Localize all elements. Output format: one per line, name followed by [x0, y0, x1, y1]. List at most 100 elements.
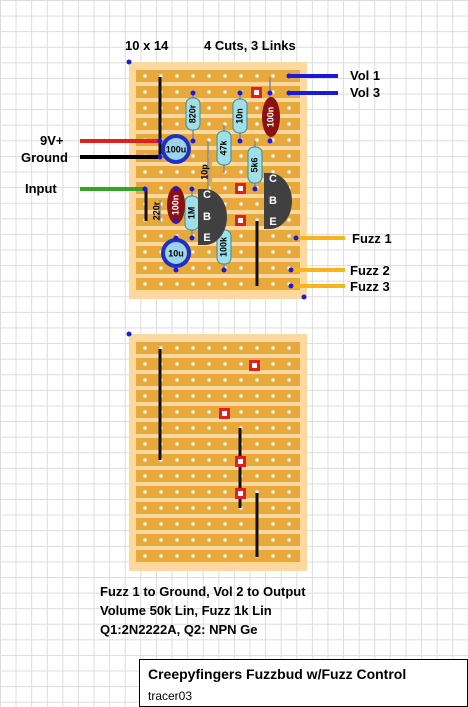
board-hole	[207, 346, 211, 350]
board-hole	[159, 218, 163, 222]
board-hole	[207, 106, 211, 110]
board-hole	[143, 282, 147, 286]
board-hole	[143, 74, 147, 78]
board-hole	[271, 490, 275, 494]
board-hole	[207, 250, 211, 254]
board-hole	[271, 346, 275, 350]
board-size-label: 10 x 14	[125, 38, 169, 53]
board-hole	[287, 442, 291, 446]
board-hole	[191, 346, 195, 350]
board-hole	[239, 538, 243, 542]
board-hole	[191, 538, 195, 542]
board-hole	[143, 234, 147, 238]
board-hole	[287, 138, 291, 142]
board-hole	[223, 90, 227, 94]
board-hole	[159, 346, 163, 350]
board-hole	[175, 74, 179, 78]
board-hole	[223, 442, 227, 446]
copper-strip	[136, 70, 300, 82]
board-hole	[287, 170, 291, 174]
resistor-value-label: 820r	[187, 104, 197, 123]
board-hole	[143, 378, 147, 382]
board-hole	[287, 250, 291, 254]
board-hole	[207, 186, 211, 190]
board-hole	[287, 266, 291, 270]
board-hole	[271, 522, 275, 526]
board-hole	[207, 138, 211, 142]
transistor-pin-c: C	[203, 189, 211, 201]
electrolytic-10u: 10u	[161, 238, 191, 268]
transistor-pin-b: B	[269, 195, 277, 207]
resistor-value-label: 5k6	[249, 157, 259, 172]
board-hole	[159, 186, 163, 190]
capacitor-100n-top: 100n	[262, 97, 280, 137]
capacitor-value-label: 10p	[199, 164, 209, 180]
board-hole	[191, 154, 195, 158]
board-hole	[287, 506, 291, 510]
solder-points	[142, 73, 299, 289]
board-hole	[223, 506, 227, 510]
cuts-links-label: 4 Cuts, 3 Links	[204, 38, 296, 53]
board-hole	[271, 282, 275, 286]
board-corner-marker	[126, 59, 132, 65]
note-line-3: Q1:2N2222A, Q2: NPN Ge	[100, 622, 258, 637]
board-hole	[255, 202, 259, 206]
board-hole	[255, 106, 259, 110]
board-hole	[255, 378, 259, 382]
board-hole	[175, 362, 179, 366]
board-hole	[207, 266, 211, 270]
board-hole	[191, 74, 195, 78]
board-hole	[223, 458, 227, 462]
board-hole	[271, 170, 275, 174]
board-hole	[223, 282, 227, 286]
board-hole	[239, 266, 243, 270]
board-hole	[191, 170, 195, 174]
board-hole	[143, 522, 147, 526]
board-hole	[191, 378, 195, 382]
board-hole	[287, 490, 291, 494]
board-hole	[191, 474, 195, 478]
board-hole	[159, 554, 163, 558]
board-hole	[175, 458, 179, 462]
transistor-q2: C B E	[264, 173, 292, 229]
board-hole	[143, 266, 147, 270]
board-hole	[207, 394, 211, 398]
board-hole	[239, 554, 243, 558]
board-hole	[239, 234, 243, 238]
board-hole	[207, 362, 211, 366]
board-hole	[191, 266, 195, 270]
board-hole	[143, 106, 147, 110]
board-hole	[159, 202, 163, 206]
board-hole	[143, 90, 147, 94]
board-hole	[191, 506, 195, 510]
board-hole	[287, 410, 291, 414]
board-hole	[143, 362, 147, 366]
board-hole	[175, 538, 179, 542]
board-hole	[271, 410, 275, 414]
board-hole	[223, 170, 227, 174]
board-hole	[239, 74, 243, 78]
board-hole	[223, 522, 227, 526]
board-hole	[239, 202, 243, 206]
board-hole	[239, 522, 243, 526]
v9-label: 9V+	[40, 133, 64, 148]
board-hole	[223, 346, 227, 350]
board-hole	[223, 426, 227, 430]
board-hole	[255, 346, 259, 350]
board-hole	[175, 506, 179, 510]
board-hole	[143, 554, 147, 558]
copper-strip	[136, 342, 300, 354]
track-cuts-top	[235, 87, 262, 226]
transistor-pin-e: E	[203, 232, 210, 244]
board-hole	[255, 474, 259, 478]
board-hole	[175, 282, 179, 286]
board-hole	[143, 346, 147, 350]
board-hole	[175, 442, 179, 446]
board-hole	[239, 378, 243, 382]
resistor-value-label: 10n	[234, 108, 244, 124]
board-hole	[287, 458, 291, 462]
board-hole	[271, 442, 275, 446]
fuzz3-label: Fuzz 3	[350, 279, 390, 294]
board-hole	[223, 474, 227, 478]
